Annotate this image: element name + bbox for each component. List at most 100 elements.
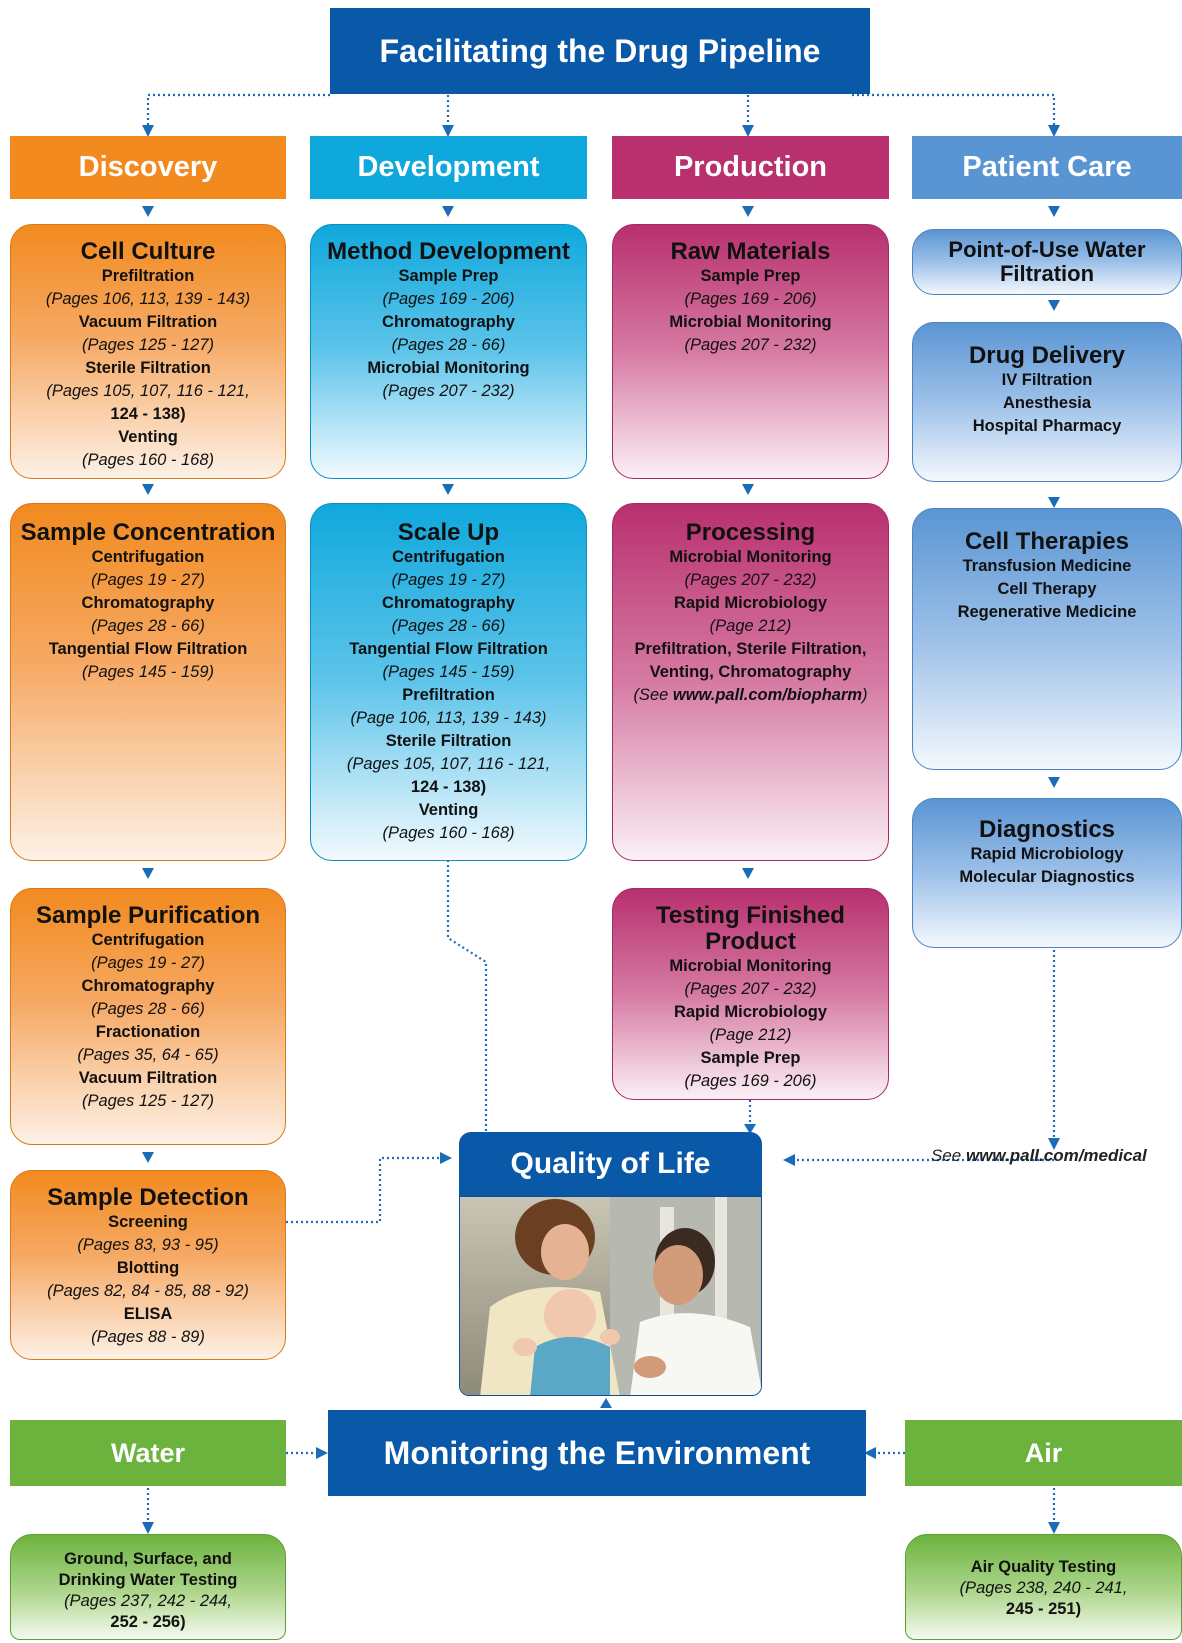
product-item: 252 - 256) [110, 1613, 186, 1631]
page-reference: (Pages 145 - 159) [81, 663, 215, 681]
page-reference: (Pages 105, 107, 116 - 121, [346, 755, 551, 773]
biopharm-link-note: (See www.pall.com/biopharm) [613, 684, 888, 707]
page-reference: (Pages 19 - 27) [391, 571, 506, 589]
flow-arrow [1048, 777, 1060, 788]
product-item: Chromatography [81, 977, 215, 995]
see-prefix: (See [633, 686, 673, 704]
product-item: Blotting [116, 1259, 180, 1277]
product-item: Venting [118, 428, 178, 446]
box-title: Sample Concentration [20, 519, 276, 546]
medical-note-prefix: See [931, 1146, 966, 1165]
environment-title: Monitoring the Environment [328, 1410, 866, 1496]
product-item: Microbial Monitoring [669, 957, 832, 975]
product-item: Microbial Monitoring [669, 548, 832, 566]
column-header-water: Water [10, 1420, 286, 1486]
product-item: Regenerative Medicine [957, 603, 1137, 621]
page-reference: (Pages 19 - 27) [91, 954, 205, 972]
product-item: Cell Therapy [997, 580, 1097, 598]
product-item: Tangential Flow Filtration [349, 640, 548, 658]
biopharm-link[interactable]: www.pall.com/biopharm [672, 686, 863, 704]
flow-arrow [442, 206, 454, 217]
box-title: Scale Up [397, 519, 500, 546]
product-item: Transfusion Medicine [962, 557, 1132, 575]
product-item: Venting [418, 801, 479, 819]
quality-of-life-title: Quality of Life [459, 1132, 762, 1196]
product-item: Rapid Microbiology [673, 1003, 828, 1021]
product-item: Sterile Filtration [85, 359, 211, 377]
column-header-development: Development [310, 136, 587, 199]
scale-up-box: Scale Up Centrifugation (Pages 19 - 27) Chr… [310, 503, 587, 861]
flow-arrow [742, 206, 754, 217]
product-item: Chromatography [382, 594, 515, 612]
flow-arrow [1048, 497, 1060, 508]
product-item: Rapid Microbiology [970, 845, 1124, 863]
flow-arrow [1048, 300, 1060, 311]
page-reference: (Pages 106, 113, 139 - 143) [45, 290, 251, 308]
product-item: Tangential Flow Filtration [48, 640, 248, 658]
page-reference: (Pages 207 - 232) [382, 382, 515, 400]
page-reference: (Pages 125 - 127) [81, 1092, 215, 1110]
box-title: Point-of-Use Water Filtration [948, 237, 1146, 286]
page-reference: (Pages 169 - 206) [684, 290, 817, 308]
family-photo [459, 1196, 762, 1396]
page-reference: (Pages 237, 242 - 244, [64, 1592, 232, 1610]
product-item: Screening [108, 1213, 188, 1231]
product-item: Centrifugation [392, 548, 505, 566]
medical-link[interactable]: www.pall.com/medical [965, 1146, 1147, 1165]
flow-arrow [1048, 206, 1060, 217]
box-title: Cell Therapies [964, 528, 1130, 555]
page-reference: (Pages 238, 240 - 241, [959, 1579, 1128, 1597]
box-title: Cell Culture [80, 238, 216, 265]
page-reference: (Pages 160 - 168) [81, 451, 215, 469]
product-item: Rapid Microbiology [673, 594, 828, 612]
page-reference: (Pages 19 - 27) [91, 571, 205, 589]
page-reference: (Pages 28 - 66) [91, 617, 205, 635]
product-item: Sample Prep [700, 267, 801, 285]
product-item: Centrifugation [91, 548, 205, 566]
page-reference: (Pages 35, 64 - 65) [77, 1046, 219, 1064]
box-title: Sample Purification [35, 902, 261, 929]
see-suffix: ) [862, 686, 868, 704]
page-reference: (Pages 169 - 206) [684, 1072, 817, 1090]
product-item: Sample Prep [398, 267, 499, 285]
page-reference: (Pages 82, 84 - 85, 88 - 92) [47, 1282, 249, 1300]
product-item: Chromatography [382, 313, 515, 331]
column-header-patient-care: Patient Care [912, 136, 1182, 199]
column-header-discovery: Discovery [10, 136, 286, 199]
box-title: Method Development [327, 238, 570, 265]
box-title: Diagnostics [978, 816, 1116, 843]
flow-arrow [142, 206, 154, 217]
page-reference: (Pages 207 - 232) [684, 980, 817, 998]
product-item: Prefiltration [101, 267, 195, 285]
page-reference: (Pages 88 - 89) [91, 1328, 205, 1346]
air-testing-box: Air Quality Testing(Pages 238, 240 - 241… [905, 1534, 1182, 1640]
medical-link-note: See www.pall.com/medical [931, 1146, 1147, 1166]
product-item: 245 - 251) [1005, 1600, 1082, 1618]
box-title: Testing Finished Product [656, 902, 845, 955]
column-header-air: Air [905, 1420, 1182, 1486]
page-reference: (Pages 207 - 232) [684, 336, 817, 354]
product-item: Vacuum Filtration [78, 1069, 218, 1087]
page-reference: (Pages 160 - 168) [382, 824, 515, 842]
box-title: Raw Materials [670, 238, 831, 265]
product-item: Hospital Pharmacy [972, 417, 1122, 435]
page-reference: (Pages 207 - 232) [684, 571, 817, 589]
page-reference: (Pages 105, 107, 116 - 121, [46, 382, 250, 400]
product-item: Drinking Water Testing [58, 1571, 238, 1589]
page-reference: (Pages 28 - 66) [91, 1000, 205, 1018]
product-item: Ground, Surface, and [64, 1550, 232, 1568]
product-item: Microbial Monitoring [367, 359, 530, 377]
flow-arrow [742, 484, 754, 495]
flow-arrow [742, 868, 754, 879]
